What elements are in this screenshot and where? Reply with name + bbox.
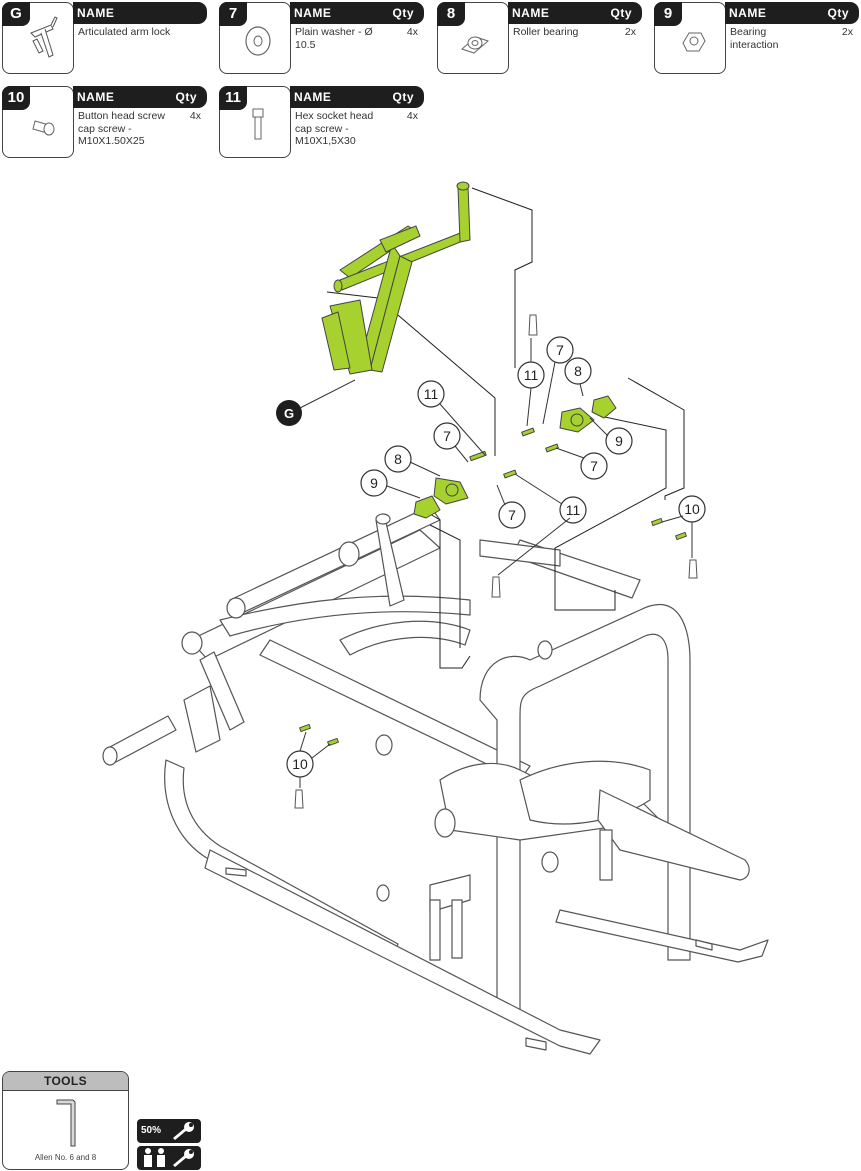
part-id-tag: G bbox=[2, 2, 30, 26]
name-header: NAME bbox=[512, 6, 550, 20]
callout-10-left: 10 bbox=[292, 756, 308, 772]
part-qty: 2x bbox=[841, 26, 853, 38]
part-description: Articulated arm lock bbox=[78, 26, 171, 38]
tools-header: TOOLS bbox=[3, 1072, 128, 1091]
callout-10-right: 10 bbox=[684, 501, 700, 517]
part-header: NAME bbox=[73, 2, 207, 24]
assembly-percent-badge: 50% bbox=[137, 1119, 201, 1143]
callout-7-mid: 7 bbox=[508, 507, 516, 523]
part-card-8: 8 NAME Qty Roller bearing 2x bbox=[437, 2, 642, 74]
name-header: NAME bbox=[77, 90, 115, 104]
loose-screws bbox=[294, 314, 698, 809]
wrench-icon bbox=[173, 1149, 194, 1167]
callout-9-right: 9 bbox=[615, 433, 623, 449]
roller-bearing-icon bbox=[461, 36, 489, 54]
part-description: Button head screw cap screw - M10X1.50X2… bbox=[78, 110, 165, 147]
part-qty: 4x bbox=[189, 110, 201, 122]
callout-7-left: 7 bbox=[443, 428, 451, 444]
part-header: NAME Qty bbox=[290, 86, 424, 108]
part-qty: 2x bbox=[624, 26, 636, 38]
two-person-badge bbox=[137, 1146, 201, 1170]
name-header: NAME bbox=[77, 6, 115, 20]
part-id-tag: 8 bbox=[437, 2, 465, 26]
part-thumb-11 bbox=[219, 86, 291, 158]
part-card-11: 11 NAME Qty Hex socket head cap screw - M… bbox=[219, 86, 424, 158]
part-card-10: 10 NAME Qty Button head screw cap screw -… bbox=[2, 86, 207, 158]
part-description: Bearing interaction bbox=[730, 26, 779, 51]
machine-frame bbox=[102, 505, 769, 1055]
part-description: Roller bearing bbox=[513, 26, 579, 38]
part-header: NAME Qty bbox=[508, 2, 642, 24]
qty-header: Qty bbox=[827, 6, 849, 20]
part-header: NAME Qty bbox=[290, 2, 424, 24]
callout-circles: G bbox=[276, 400, 302, 426]
name-header: NAME bbox=[294, 90, 332, 104]
washer-icon bbox=[245, 26, 271, 56]
bearing-interaction-icon bbox=[682, 32, 706, 52]
callout-11-top: 11 bbox=[424, 386, 439, 402]
callout-8-right: 8 bbox=[574, 363, 582, 379]
part-card-9: 9 NAME Qty Bearing interaction 2x bbox=[654, 2, 859, 74]
callout-11-right: 11 bbox=[524, 367, 539, 383]
highlighted-parts bbox=[299, 181, 687, 747]
name-header: NAME bbox=[294, 6, 332, 20]
allen-key-icon bbox=[56, 1099, 76, 1147]
part-id-tag: 9 bbox=[654, 2, 682, 26]
callout-g: G bbox=[284, 406, 294, 421]
callout-8-left: 8 bbox=[394, 451, 402, 467]
button-head-screw-icon bbox=[32, 120, 55, 136]
assembly-drawing: G 11 7 8 9 7 11 11 7 8 9 7 10 10 bbox=[102, 181, 769, 1055]
part-qty: 4x bbox=[406, 110, 418, 122]
callout-9-left: 9 bbox=[370, 475, 378, 491]
leader-lines bbox=[326, 187, 685, 669]
qty-header: Qty bbox=[175, 90, 197, 104]
two-person-icon bbox=[144, 1148, 165, 1167]
articulated-arm-icon bbox=[30, 16, 58, 58]
part-qty: 4x bbox=[406, 26, 418, 38]
callout-7-right: 7 bbox=[590, 458, 598, 474]
part-id-tag: 11 bbox=[219, 86, 247, 110]
qty-header: Qty bbox=[392, 90, 414, 104]
callout-7-right-top: 7 bbox=[556, 342, 564, 358]
part-description: Hex socket head cap screw - M10X1,5X30 bbox=[295, 110, 374, 147]
part-description: Plain washer - Ø 10.5 bbox=[295, 26, 373, 51]
callout-numbers bbox=[286, 336, 706, 778]
hex-socket-screw-icon bbox=[252, 108, 264, 140]
part-id-tag: 10 bbox=[2, 86, 30, 110]
wrench-icon bbox=[173, 1122, 194, 1140]
part-card-7: 7 NAME Qty Plain washer - Ø 10.5 4x bbox=[219, 2, 424, 74]
tools-label: Allen No. 6 and 8 bbox=[34, 1153, 97, 1162]
part-header: NAME Qty bbox=[73, 86, 207, 108]
callout-leaders bbox=[299, 338, 693, 788]
part-thumb-9 bbox=[654, 2, 726, 74]
part-card-g: G NAME Articulated arm lock bbox=[2, 2, 207, 74]
percent-label: 50% bbox=[141, 1125, 162, 1136]
part-id-tag: 7 bbox=[219, 2, 247, 26]
callout-11-mid: 11 bbox=[566, 502, 581, 518]
qty-header: Qty bbox=[610, 6, 632, 20]
tools-box: TOOLS Allen No. 6 and 8 bbox=[2, 1071, 129, 1170]
part-header: NAME Qty bbox=[725, 2, 859, 24]
name-header: NAME bbox=[729, 6, 767, 20]
qty-header: Qty bbox=[392, 6, 414, 20]
